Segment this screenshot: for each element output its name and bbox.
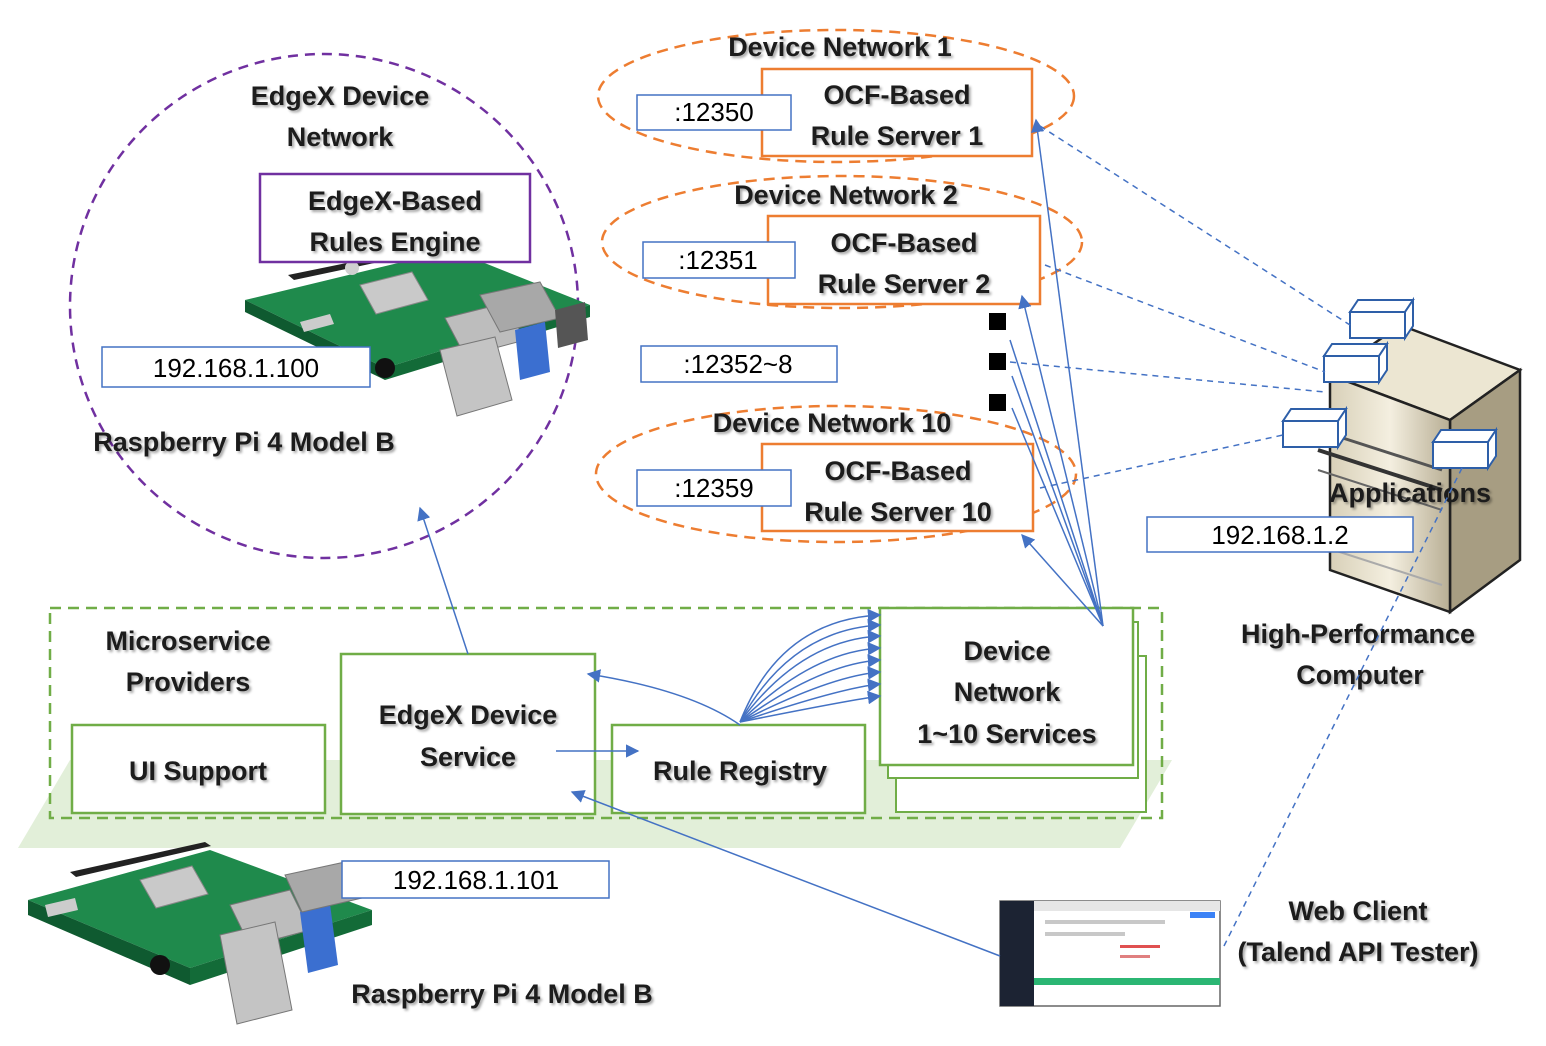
ellipsis-square-1	[989, 313, 1006, 330]
web-client-label-1: Web Client	[1288, 896, 1427, 926]
web-client-screenshot	[999, 900, 1221, 1007]
device-network-1-title: Device Network 1	[728, 32, 952, 62]
port-12359-box	[636, 469, 792, 507]
arrow-dn-to-server2	[1018, 294, 1104, 627]
rpi-bottom-ip-box	[341, 860, 610, 899]
fan-arrow-8	[739, 690, 882, 723]
port-12351-text: :12351	[678, 245, 758, 275]
rpi-top-label: Raspberry Pi 4 Model B	[93, 427, 395, 457]
raspberry-pi-top-image	[245, 246, 590, 417]
application-cube-3	[1281, 405, 1348, 451]
rule-server-1-label-2: Rule Server 1	[811, 121, 984, 151]
port-range-box	[640, 345, 838, 383]
edgex-rules-engine-box	[258, 172, 532, 264]
rule-server-1-label-1: OCF-Based	[823, 80, 970, 110]
arrow-webclient-to-service	[570, 790, 1001, 957]
device-network-2: Device Network 2 OCF-Based Rule Server 2…	[600, 174, 1084, 310]
fan-arrow-4	[739, 641, 882, 723]
rule-server-10-box	[760, 442, 1035, 533]
rule-server-2-box	[766, 214, 1042, 306]
device-network-1: Device Network 1 OCF-Based Rule Server 1…	[596, 28, 1076, 164]
line-dn-to-square3	[1011, 407, 1104, 627]
ellipsis-square-2	[989, 353, 1006, 370]
fan-arrow-5	[739, 654, 882, 723]
dashed-link-range	[1009, 361, 1326, 393]
port-range-text: :12352~8	[683, 349, 792, 379]
fan-arrow-1	[739, 608, 882, 723]
fan-arrow-3	[739, 629, 882, 723]
raspberry-pi-bottom-image	[28, 842, 372, 1025]
dn-services-label-2: Network	[954, 677, 1062, 707]
rule-registry-label: Rule Registry	[653, 756, 827, 786]
hpc-ip-text: 192.168.1.2	[1211, 520, 1348, 550]
rule-server-10-label-2: Rule Server 10	[804, 497, 992, 527]
rpi-bottom-label: Raspberry Pi 4 Model B	[351, 979, 653, 1009]
rules-engine-label-2: Rules Engine	[309, 227, 480, 257]
device-network-10-title: Device Network 10	[713, 408, 952, 438]
port-12359-text: :12359	[674, 473, 754, 503]
applications-label: Applications	[1329, 478, 1491, 508]
edgex-network-title-2: Network	[287, 122, 395, 152]
ui-support-label: UI Support	[129, 756, 267, 786]
dashed-link-server2	[1044, 264, 1326, 373]
arrow-dn-to-server1	[1030, 118, 1104, 627]
application-cube-1	[1348, 296, 1415, 342]
line-dn-to-square2	[1011, 375, 1104, 627]
port-12351-box	[642, 241, 796, 279]
hpc-label-1: High-Performance	[1241, 619, 1475, 649]
dashed-link-server10	[1039, 434, 1284, 489]
rpi-bottom-ip-text: 192.168.1.101	[393, 865, 559, 895]
dn-services-box	[878, 606, 1135, 767]
edgex-network-title-1: EdgeX Device	[251, 81, 430, 111]
dn-services-label-1: Device	[963, 636, 1050, 666]
rule-server-2-label-2: Rule Server 2	[818, 269, 991, 299]
line-dn-to-square1	[1009, 339, 1104, 627]
edgex-ip-box	[101, 346, 371, 388]
edgex-ip-text: 192.168.1.100	[153, 353, 319, 383]
fan-arrow-6	[739, 666, 882, 723]
web-client-label-2: (Talend API Tester)	[1237, 937, 1478, 967]
fan-arrow-2	[739, 618, 882, 723]
rule-registry-box	[610, 723, 867, 815]
rules-engine-label-1: EdgeX-Based	[308, 186, 482, 216]
rule-server-2-label-1: OCF-Based	[830, 228, 977, 258]
application-cube-2	[1322, 340, 1389, 386]
hpc-ip-box	[1146, 516, 1414, 553]
hpc-label-2: Computer	[1296, 660, 1424, 690]
application-cube-4	[1431, 426, 1498, 472]
arrow-registry-to-service	[586, 669, 741, 726]
rule-server-10-label-1: OCF-Based	[824, 456, 971, 486]
microservice-title-2: Providers	[126, 667, 251, 697]
edgex-device-service-box	[339, 652, 597, 816]
port-12350-box	[636, 94, 792, 131]
port-12350-text: :12350	[674, 97, 754, 127]
dashed-link-server1	[1039, 125, 1351, 326]
device-network-10: Device Network 10 OCF-Based Rule Server …	[594, 404, 1078, 544]
edgex-service-label-2: Service	[420, 742, 516, 772]
microservice-providers-boundary	[48, 606, 1164, 820]
arrow-dn-to-server10	[1021, 533, 1104, 627]
microservice-title-1: Microservice	[105, 626, 270, 656]
edgex-service-label-1: EdgeX Device	[379, 700, 558, 730]
dn-services-label-3: 1~10 Services	[917, 719, 1096, 749]
ui-support-box	[70, 723, 327, 815]
dashed-link-web-client	[1221, 467, 1463, 951]
fan-arrow-7	[739, 678, 882, 723]
ellipsis-square-3	[989, 394, 1006, 411]
arrow-service-to-engine	[417, 506, 469, 655]
device-network-2-title: Device Network 2	[734, 180, 958, 210]
